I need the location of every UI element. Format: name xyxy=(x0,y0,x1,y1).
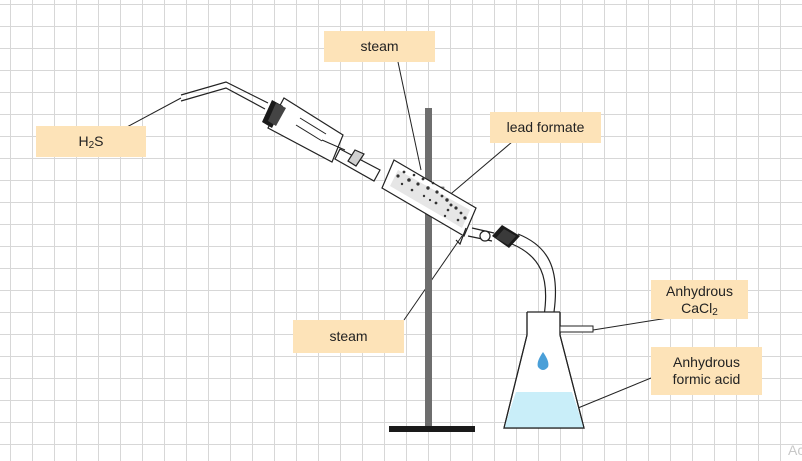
label-h2s: H2S xyxy=(36,126,146,157)
label-formic-acid: Anhydrous formic acid xyxy=(651,347,762,395)
formic-acid-leader-line xyxy=(577,377,652,409)
cacl2-formula: CaCl2 xyxy=(681,299,718,318)
steam-top-text: steam xyxy=(360,38,399,54)
connecting-tube xyxy=(334,148,381,182)
reaction-tube xyxy=(381,159,477,246)
h2s-inlet-tube xyxy=(180,81,269,110)
conical-flask xyxy=(503,311,594,429)
lead-formate-solid xyxy=(396,170,467,222)
lead-formate-text: lead formate xyxy=(506,119,585,135)
delivery-tube xyxy=(467,227,557,317)
label-steam-top: steam xyxy=(324,31,435,62)
stand-base xyxy=(389,426,475,432)
label-cacl2: Anhydrous CaCl2 xyxy=(651,280,748,319)
stand-rod xyxy=(425,108,432,430)
h2s-text: H2S xyxy=(78,133,104,151)
cacl2-leader-line xyxy=(592,317,669,331)
steam-bottom-leader-line xyxy=(403,235,463,321)
stopper-left xyxy=(262,100,286,128)
label-lead-formate: lead formate xyxy=(490,112,601,143)
cacl2-line1: Anhydrous xyxy=(666,282,733,299)
formic-line1: Anhydrous xyxy=(673,354,740,370)
label-steam-bottom: steam xyxy=(293,320,404,353)
h2s-leader-line xyxy=(124,97,182,129)
droplet xyxy=(537,352,549,370)
retort-stand xyxy=(389,108,475,432)
watermark-text: Ac xyxy=(788,442,802,458)
steam-bottom-text: steam xyxy=(329,328,368,344)
lead-formate-leader-line xyxy=(445,141,513,199)
stopper-right xyxy=(492,225,520,248)
formic-line2: formic acid xyxy=(672,371,741,387)
cacl2-side-tube xyxy=(559,325,594,333)
steam-top-leader-line xyxy=(397,61,422,171)
